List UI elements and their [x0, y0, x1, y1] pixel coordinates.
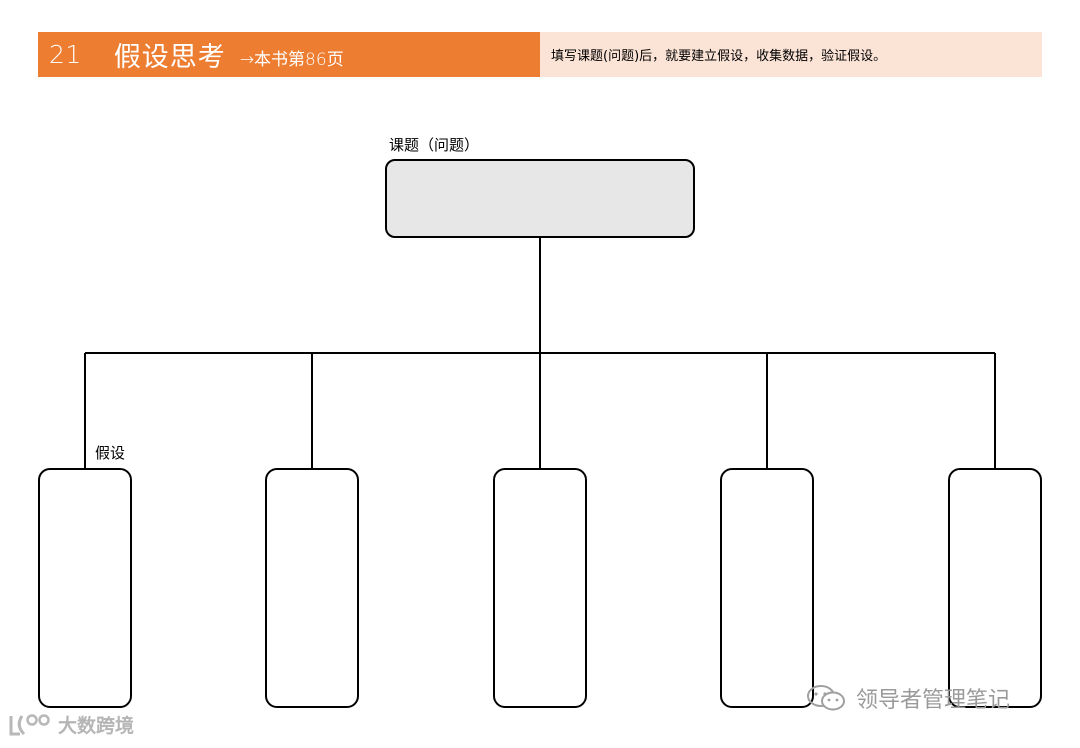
topic-label: 课题（问题） — [389, 136, 480, 154]
instruction-text: 填写课题(问题)后，就要建立假设，收集数据，验证假设。 — [551, 49, 887, 64]
header-description-bar: 填写课题(问题)后，就要建立假设，收集数据，验证假设。 — [540, 32, 1042, 77]
watermark-right-text: 领导者管理笔记 — [856, 688, 1011, 713]
hypothesis-box-4[interactable] — [720, 468, 814, 708]
hypothesis-box-2[interactable] — [265, 468, 359, 708]
hypothesis-box-3[interactable] — [493, 468, 587, 708]
page-title: 假设思考 — [113, 42, 226, 73]
hypothesis-box-1[interactable] — [38, 468, 132, 708]
logo-icon — [9, 713, 50, 735]
hypothesis-label: 假设 — [95, 442, 126, 463]
header-title-bar: 21 假设思考 →本书第86页 — [38, 32, 540, 77]
watermark-left-text: 大数跨境 — [58, 715, 135, 737]
wechat-icon — [807, 685, 845, 711]
topic-input-box[interactable] — [385, 159, 695, 238]
watermark-left: 大数跨境 — [8, 711, 134, 738]
watermark-right: 领导者管理笔记 — [806, 682, 1010, 714]
hypothesis-box-5[interactable] — [948, 468, 1042, 708]
section-number: 21 — [49, 40, 82, 69]
book-page-reference: →本书第86页 — [239, 50, 344, 70]
